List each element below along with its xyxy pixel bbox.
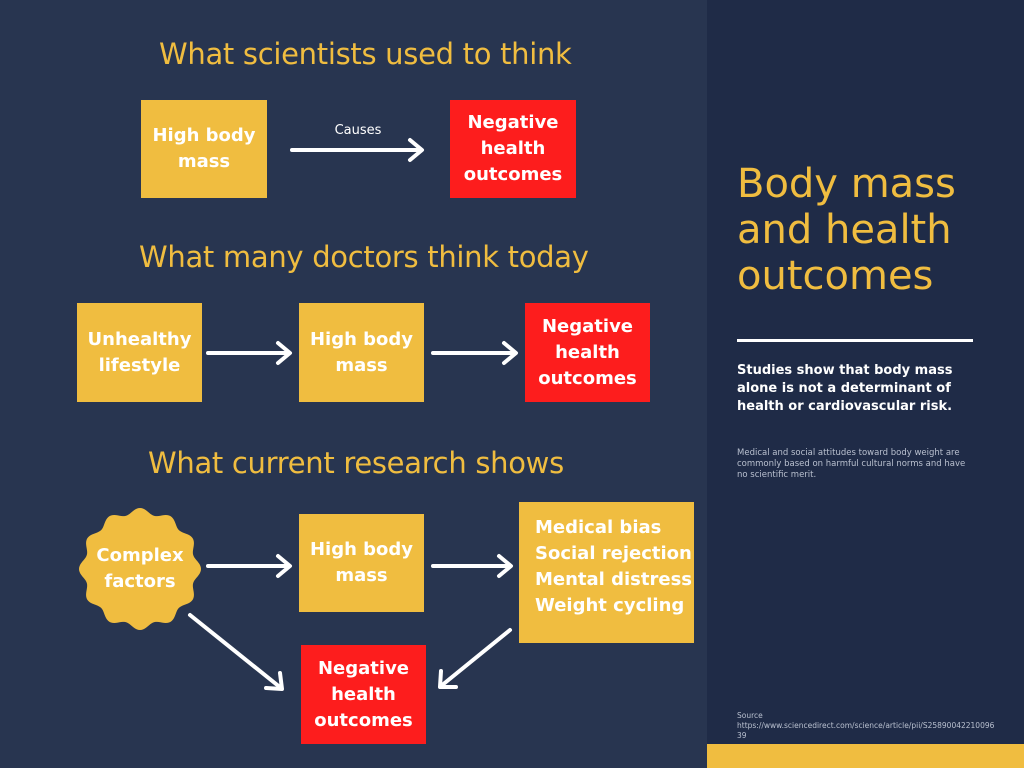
arrow-causes	[290, 138, 424, 162]
section2-heading: What many doctors think today	[139, 240, 589, 274]
node-high-body-mass-2: High body mass	[299, 303, 424, 402]
arrow-factors-to-outcomes	[188, 613, 284, 691]
node-complex-factors: Complex factors	[78, 507, 202, 631]
node-line: factors	[104, 571, 176, 592]
arrow-mass-to-outcomes-2	[431, 341, 518, 365]
scalloped-badge-shape	[79, 508, 201, 630]
node-line: Negative	[467, 112, 559, 133]
node-line: Negative	[317, 657, 410, 679]
node-line: High body	[309, 328, 414, 350]
node-line: outcomes	[538, 367, 637, 389]
source-url: https://www.sciencedirect.com/science/ar…	[737, 721, 995, 740]
node-line: Negative	[541, 315, 634, 337]
note-text: Medical and social attitudes toward body…	[737, 448, 966, 480]
list-item: Weight cycling	[535, 595, 685, 616]
node-line: health	[480, 138, 546, 159]
node-line: Unhealthy	[87, 328, 192, 350]
node-line: health	[331, 683, 396, 705]
arrow-factors-to-mass	[206, 554, 292, 578]
list-item: Medical bias	[535, 517, 662, 538]
bottom-accent-bar	[707, 744, 1024, 768]
section3-heading: What current research shows	[148, 446, 564, 480]
node-high-body-mass-3: High body mass	[299, 514, 424, 612]
arrow-mass-to-list	[431, 554, 513, 578]
list-item: Mental distress	[535, 569, 693, 590]
node-line: High body	[309, 539, 414, 560]
arrow-label-causes: Causes	[334, 123, 382, 138]
node-line: lifestyle	[98, 354, 181, 376]
node-high-body-mass-1: High body mass	[141, 100, 267, 198]
summary-text: Studies show that body mass alone is not…	[737, 363, 953, 414]
node-line: mass	[177, 151, 231, 172]
node-line: health	[555, 341, 620, 363]
node-unhealthy-lifestyle: Unhealthy lifestyle	[77, 303, 202, 402]
sidebar-panel	[707, 0, 1024, 768]
node-negative-outcomes-1: Negative health outcomes	[450, 100, 576, 198]
node-line: High body	[152, 125, 256, 146]
page-title: Body mass and health outcomes	[737, 161, 956, 299]
node-line: mass	[335, 565, 388, 586]
node-line: outcomes	[314, 709, 413, 731]
list-item: Social rejection	[535, 543, 692, 564]
title-divider	[737, 339, 973, 342]
arrows-layer	[188, 138, 518, 691]
node-line: mass	[335, 354, 388, 376]
arrow-lifestyle-to-mass	[206, 341, 292, 365]
node-social-factors-list: Medical bias Social rejection Mental dis…	[519, 502, 694, 643]
node-negative-outcomes-2: Negative health outcomes	[525, 303, 650, 402]
arrow-list-to-outcomes	[438, 628, 512, 689]
node-line: Complex	[96, 545, 184, 566]
node-line: outcomes	[463, 164, 563, 185]
source-label: Source	[737, 711, 763, 720]
section1-heading: What scientists used to think	[159, 37, 572, 71]
node-negative-outcomes-3: Negative health outcomes	[301, 645, 426, 744]
